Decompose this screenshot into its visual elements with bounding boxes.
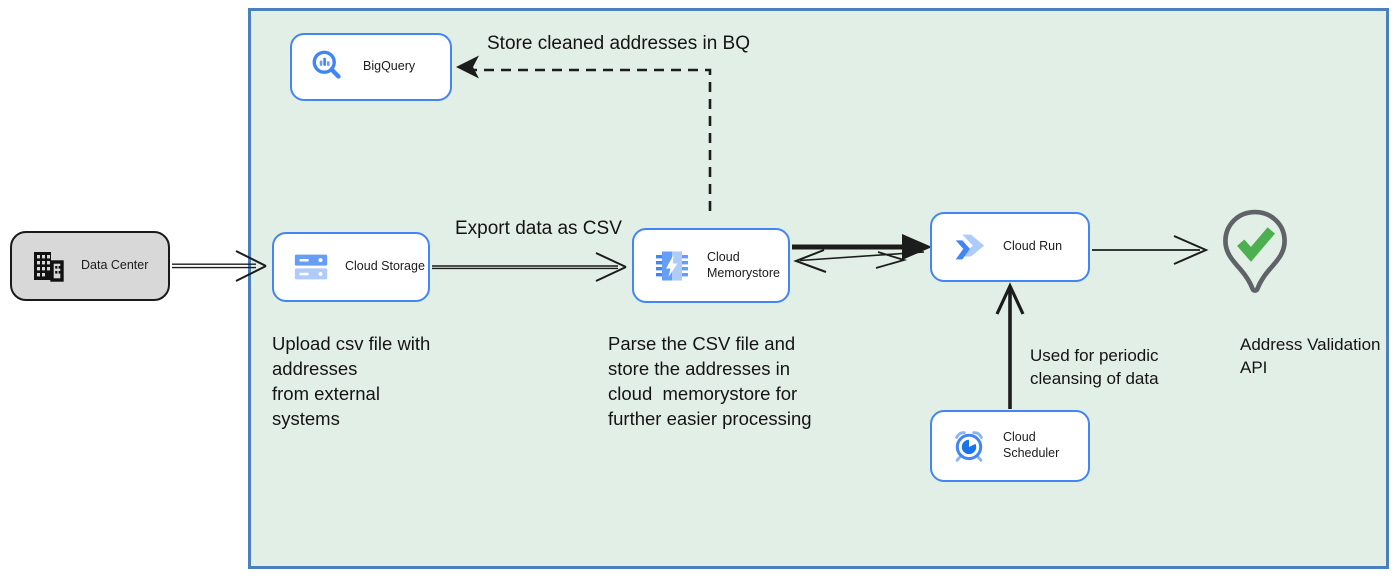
cloud-storage-icon: [294, 254, 328, 280]
building-icon: [34, 252, 64, 282]
node-label-bigquery: BigQuery: [363, 59, 416, 74]
cloud-boundary-container: [248, 8, 1389, 569]
node-label-cloud-scheduler: Cloud Scheduler: [1003, 430, 1060, 460]
cloud-run-icon: [955, 234, 985, 260]
scheduler-clock-icon: [955, 431, 983, 462]
node-label-cloud-run: Cloud Run: [1003, 239, 1063, 254]
annotation-parse-csv: Parse the CSV file and store the address…: [608, 333, 812, 429]
bigquery-magnifier-icon: [312, 50, 341, 79]
memorystore-chip-icon: [656, 251, 688, 280]
annotation-store-cleaned-bq: Store cleaned addresses in BQ: [487, 33, 750, 54]
node-data-center: Data Center: [10, 231, 170, 301]
node-label-cloud-memorystore: Cloud Memorystore: [707, 249, 780, 280]
node-label-address-validation: Address Validation API: [1240, 335, 1381, 377]
node-cloud-memorystore: Cloud Memorystore: [632, 228, 790, 303]
map-pin-check-icon: [1223, 209, 1287, 293]
annotation-export-csv: Export data as CSV: [455, 218, 622, 239]
annotation-periodic-cleansing: Used for periodic cleansing of data: [1030, 346, 1159, 388]
node-bigquery: BigQuery: [290, 33, 452, 101]
node-label-data-center: Data Center: [81, 258, 149, 273]
node-cloud-run: Cloud Run: [930, 212, 1090, 282]
node-address-validation-api: Address Validation API: [1220, 208, 1381, 379]
node-label-cloud-storage: Cloud Storage: [345, 259, 425, 274]
node-cloud-storage: Cloud Storage: [272, 232, 430, 302]
annotation-upload-csv: Upload csv file with addresses from exte…: [272, 333, 431, 429]
node-cloud-scheduler: Cloud Scheduler: [930, 410, 1090, 482]
